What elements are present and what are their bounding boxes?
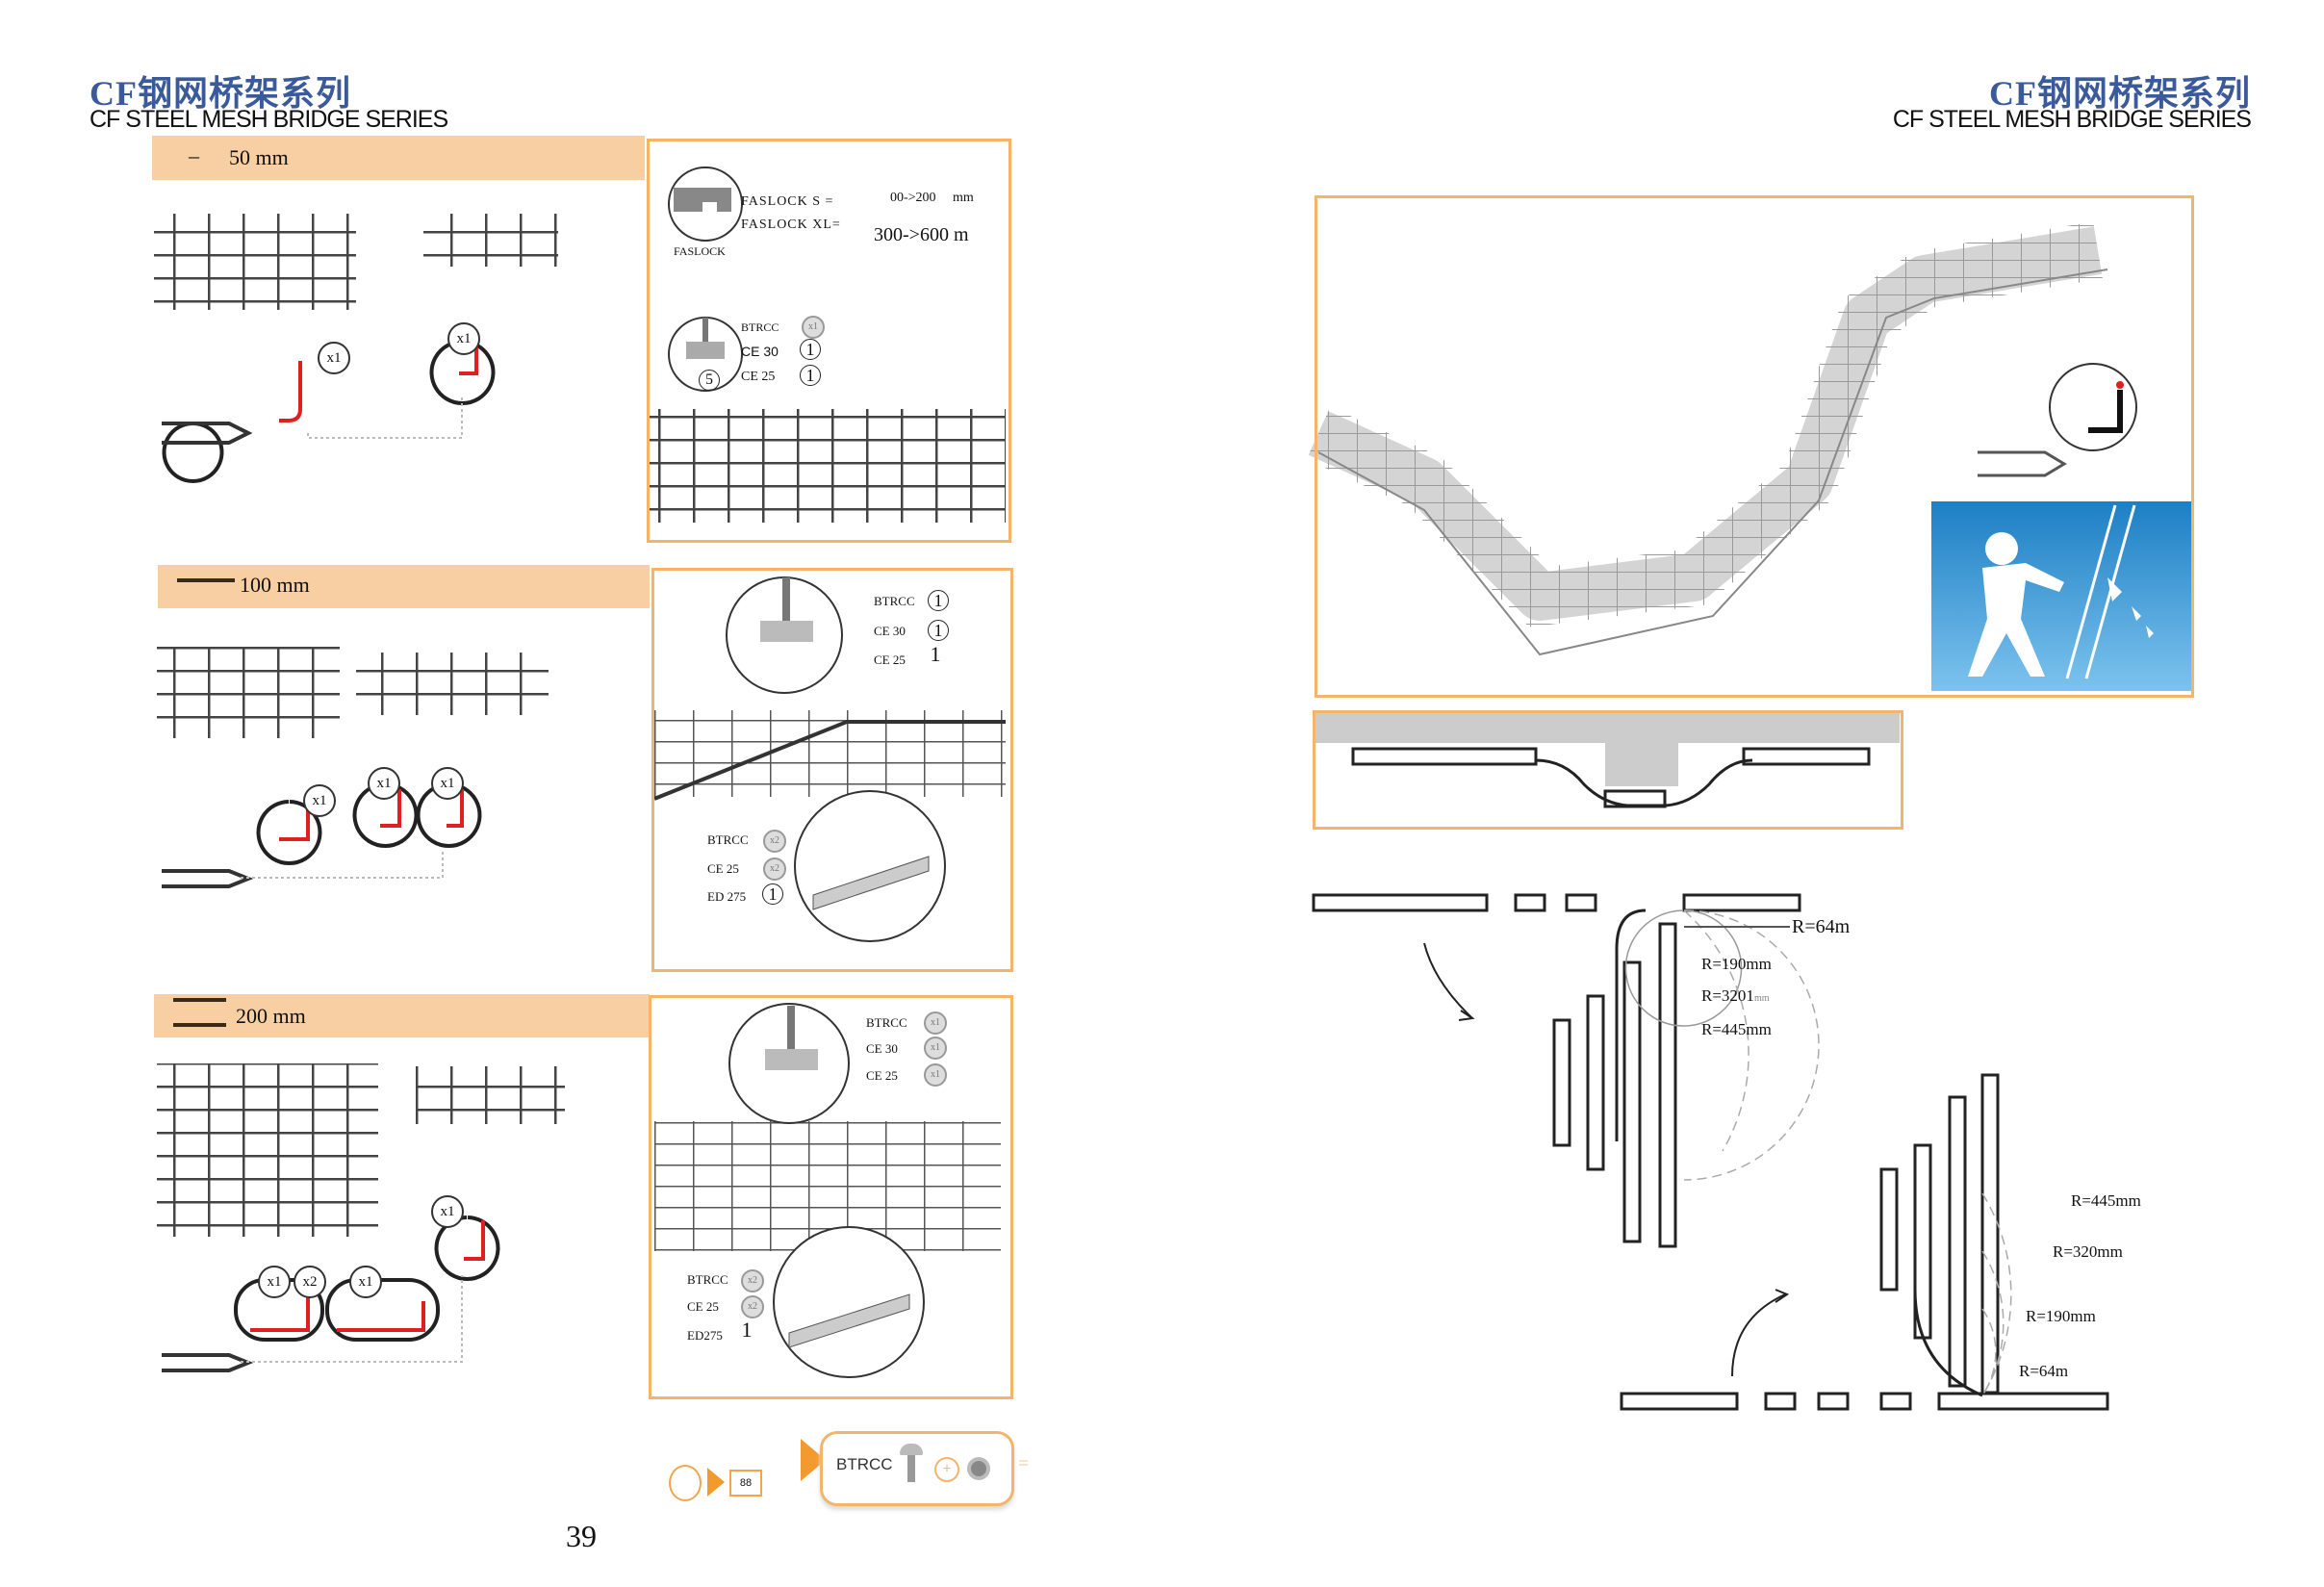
bolt-icon xyxy=(669,1465,702,1501)
bend-plan-frame xyxy=(1313,710,1903,830)
part-name: CE 25 xyxy=(741,370,776,384)
part-qty: 1 xyxy=(762,883,783,905)
quantity-badge: x1 xyxy=(431,1195,464,1228)
part-name: CE 30 xyxy=(741,344,779,359)
part-qty: x1 xyxy=(924,1063,947,1087)
radius-label: R=445mm xyxy=(2071,1191,2141,1210)
cutter-icon xyxy=(162,422,253,445)
series-title-en-right: CF STEEL MESH BRIDGE SERIES xyxy=(1892,106,2252,133)
panel-200mm xyxy=(649,995,1013,1399)
part-qty: x2 xyxy=(741,1295,764,1318)
page-number: 39 xyxy=(566,1519,597,1553)
tray-drawing-100mm xyxy=(157,647,549,888)
radius-label: R=320mm xyxy=(2053,1242,2123,1261)
bend-up-diagram xyxy=(1620,1073,2109,1411)
faslock-xl-label: FASLOCK XL= xyxy=(741,218,841,232)
part-name: BTRCC xyxy=(866,1015,907,1030)
part-qty: x2 xyxy=(763,857,786,881)
bolt-shank xyxy=(907,1455,915,1482)
kit-label: BTRCC xyxy=(836,1455,893,1473)
cutter-icon xyxy=(162,1353,254,1372)
book-icon: 88 xyxy=(729,1470,762,1497)
panel1-mesh xyxy=(650,409,1006,523)
part-qty: 1 xyxy=(800,339,821,360)
radius-label: R=190mm xyxy=(1701,955,1772,973)
equals-sign: = xyxy=(1018,1453,1030,1474)
faslock-s-range: 00->200 xyxy=(890,191,936,205)
plus-icon: + xyxy=(934,1457,959,1482)
panel-50mm xyxy=(647,139,1011,543)
offset-icon xyxy=(177,578,235,596)
part-name: BTRCC xyxy=(687,1272,728,1287)
radius-label: R=190mm xyxy=(2026,1307,2096,1325)
bent-tray-photo xyxy=(1306,221,2137,656)
faslock-xl-range: 300->600 m xyxy=(874,224,969,245)
faslock-s-label: FASLOCK S = xyxy=(741,194,834,209)
part-name: CE 30 xyxy=(874,624,906,638)
radius-label: R=445mm xyxy=(1701,1020,1772,1038)
faslock-detail xyxy=(668,166,743,242)
quantity-badge: x1 xyxy=(303,784,336,817)
panel-100mm xyxy=(651,568,1013,972)
bent-tray-photo-frame xyxy=(1315,195,2194,698)
quantity-badge: x1 xyxy=(447,322,480,355)
detail-number: 5 xyxy=(699,370,720,391)
radius-label: R=64m xyxy=(2019,1362,2069,1380)
quantity-badge: x1 xyxy=(368,767,400,800)
band-label: 50 mm xyxy=(229,145,289,169)
quantity-badge: x1 xyxy=(431,767,464,800)
tray-drawing-200mm xyxy=(157,1063,565,1372)
part-name: CE 25 xyxy=(707,861,739,876)
part-name: CE 25 xyxy=(874,653,906,667)
radius-label: R=64m xyxy=(1792,916,1851,937)
part-qty: 1 xyxy=(800,365,821,386)
section-band-50mm: – 50 mm xyxy=(152,136,645,180)
part-name: ED275 xyxy=(687,1328,723,1343)
part-qty: x2 xyxy=(763,830,786,853)
tray-drawing-50mm xyxy=(154,214,558,483)
part-name: CE 30 xyxy=(866,1041,898,1056)
bend-down-diagram xyxy=(1312,893,1820,1248)
radius-unit: mm xyxy=(1753,993,1770,1004)
part-qty: x1 xyxy=(924,1011,947,1035)
radius-label: R=3201mm xyxy=(1701,986,1770,1006)
part-qty: x1 xyxy=(802,316,825,339)
section-band-100mm: 100 mm xyxy=(158,565,650,608)
band-label: 200 mm xyxy=(236,1004,306,1028)
quantity-badge: x1 xyxy=(258,1266,291,1298)
quantity-badge: x1 xyxy=(349,1266,382,1298)
band-label: 100 mm xyxy=(240,573,310,597)
radius-value: R=3201 xyxy=(1701,986,1754,1005)
part-qty: 1 xyxy=(741,1318,753,1342)
part-name: CE 25 xyxy=(866,1068,898,1083)
cutter-icon xyxy=(162,869,254,888)
quantity-badge: x2 xyxy=(294,1266,326,1298)
bolt-icon xyxy=(900,1444,923,1455)
part-name: BTRCC xyxy=(741,320,779,334)
series-title-en: CF STEEL MESH BRIDGE SERIES xyxy=(89,106,448,133)
offset-icon xyxy=(173,998,226,1027)
bend-plan-drawing xyxy=(1351,747,1871,808)
faslock-caption: FASLOCK xyxy=(674,244,726,258)
faslock-s-unit: mm xyxy=(953,191,974,205)
part-name: ED 275 xyxy=(707,889,747,904)
quantity-badge: x1 xyxy=(318,342,350,374)
part-qty: 1 xyxy=(930,642,941,666)
part-qty: 1 xyxy=(928,590,949,611)
series-title-cn-right: CF钢网桥架系列 xyxy=(1989,74,2251,113)
btrcc-kit-box: BTRCC + xyxy=(820,1431,1014,1506)
part-qty: x2 xyxy=(741,1269,764,1293)
part-qty: 1 xyxy=(928,620,949,641)
section-band-200mm: 200 mm xyxy=(154,994,650,1037)
part-name: CE 25 xyxy=(687,1299,719,1314)
nut-icon xyxy=(967,1457,990,1480)
part-name: BTRCC xyxy=(707,832,749,847)
dash-icon: – xyxy=(189,143,199,167)
arrow-icon xyxy=(707,1468,725,1497)
part-name: BTRCC xyxy=(874,594,915,608)
part-qty: x1 xyxy=(924,1037,947,1060)
series-title-cn: CF钢网桥架系列 xyxy=(89,74,351,113)
